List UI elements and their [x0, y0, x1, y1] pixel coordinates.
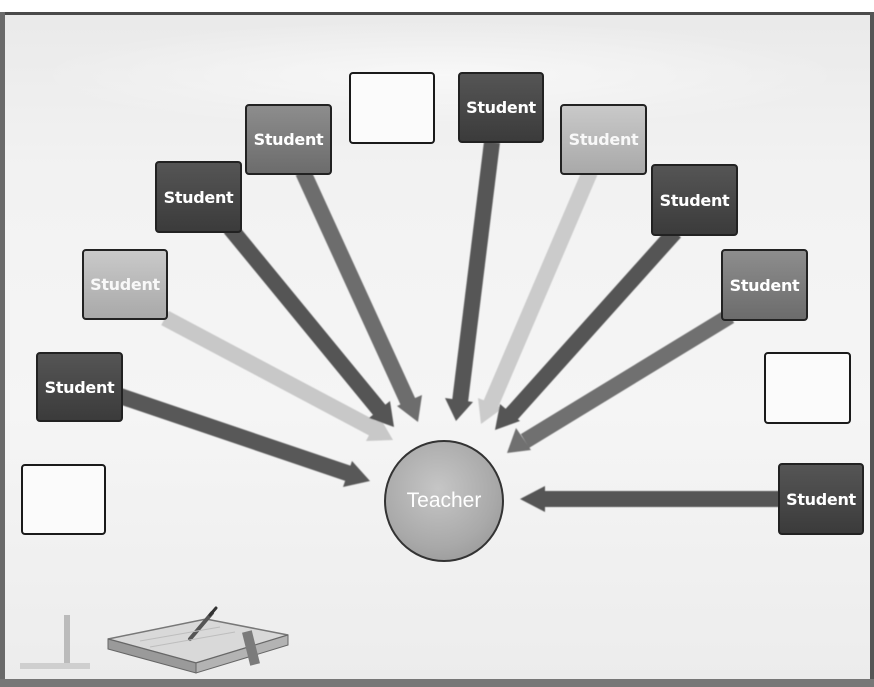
arrow-student-5	[445, 141, 500, 421]
student-box-label: Student	[659, 190, 730, 210]
student-box-label: Student	[163, 187, 234, 207]
student-box: Student	[155, 161, 242, 233]
student-box-label: Student	[568, 130, 639, 149]
student-box-label: Student	[786, 489, 856, 509]
student-box-label: Student	[729, 275, 800, 295]
arrow-student-8	[507, 309, 735, 453]
student-box: Student	[778, 463, 864, 535]
frame-bottom-border	[0, 679, 874, 687]
teacher-label: Teacher	[406, 489, 482, 512]
frame-right-border	[870, 12, 874, 687]
student-box: Student	[721, 249, 808, 321]
student-box-empty-top	[349, 72, 435, 144]
arrow-student-4	[295, 168, 422, 422]
student-box: Student	[560, 104, 647, 175]
teacher-circle: Teacher	[384, 440, 504, 562]
arrow-student-6	[478, 168, 598, 424]
notebook-with-pen-icon	[20, 605, 320, 679]
arrow-student-3	[223, 222, 394, 427]
background-haze	[30, 20, 850, 130]
student-box-label: Student	[90, 275, 160, 294]
student-box-empty-right	[764, 352, 851, 424]
student-box: Student	[651, 164, 738, 236]
arrow-student-2	[161, 310, 393, 441]
notebook-illustration	[20, 606, 289, 674]
student-box-empty-left	[21, 464, 106, 535]
student-box: Student	[458, 72, 544, 143]
frame-left-border	[0, 12, 5, 687]
arrow-student-1	[117, 388, 370, 487]
arrow-student-9	[520, 486, 780, 512]
frame-top-border	[0, 0, 874, 15]
student-box: Student	[245, 104, 332, 175]
student-box-label: Student	[253, 130, 324, 149]
student-box: Student	[36, 352, 123, 422]
student-box-label: Student	[466, 98, 536, 117]
arrow-student-7	[495, 226, 681, 430]
student-box-label: Student	[44, 377, 115, 397]
student-box: Student	[82, 249, 168, 320]
